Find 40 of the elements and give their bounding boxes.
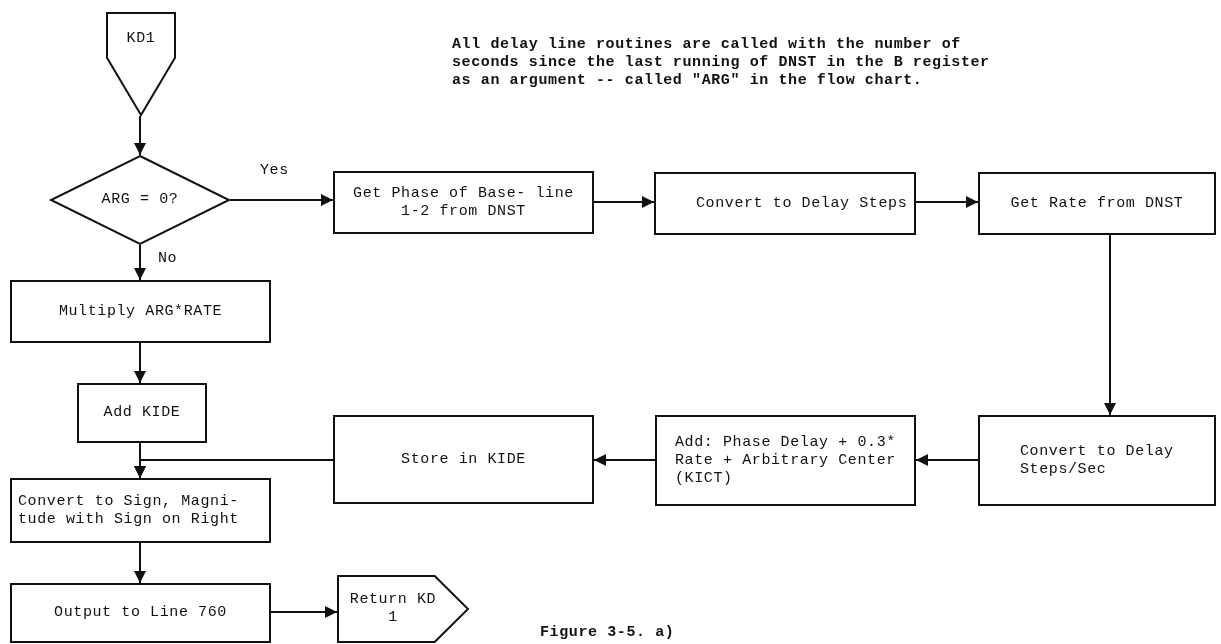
process-box (978, 415, 1216, 506)
arrow (134, 115, 146, 156)
node-text: KD1 (126, 30, 156, 48)
note-text: All delay line routines are called with the number of seconds since the last running of DNST in the B register as an argument -- called "ARG" in the flow chart. (452, 36, 991, 90)
node-text: Multiply ARG*RATE (58, 302, 223, 321)
off-page-connector (106, 12, 176, 116)
node-text: ARG = 0? (101, 191, 179, 209)
process-box (978, 172, 1216, 235)
arrow (134, 244, 146, 281)
arrow (915, 196, 979, 208)
off-page-connector (337, 575, 469, 643)
node-text: Add KIDE (103, 404, 181, 422)
process-box (655, 415, 916, 506)
node-text: Store in KIDE (401, 450, 526, 469)
arrow (593, 454, 656, 466)
node-text: Convert to Sign, Magni- tude with Sign on Right (18, 492, 240, 529)
arrow (270, 606, 338, 618)
arrow (134, 342, 146, 384)
figure-caption: Figure 3-5. a) (540, 624, 675, 641)
arrow (593, 196, 655, 208)
arrow (1104, 234, 1116, 416)
process-box (10, 583, 271, 643)
arrow (134, 442, 146, 479)
decision-diamond (50, 155, 230, 245)
process-box (10, 280, 271, 343)
node-text: Add: Phase Delay + 0.3* Rate + Arbitrary Center (KICT) (675, 433, 897, 488)
node-text: Get Phase of Base- line 1-2 from DNST (352, 184, 575, 221)
arrow (229, 194, 334, 206)
process-box (654, 172, 916, 235)
process-box (10, 478, 271, 543)
node-text: Convert to Delay Steps/Sec (1020, 442, 1175, 479)
node-text: Convert to Delay Steps (696, 194, 908, 213)
node-text: Output to Line 760 (54, 604, 227, 622)
process-box (333, 171, 594, 234)
process-box (333, 415, 594, 504)
process-box (77, 383, 207, 443)
arrow (915, 454, 979, 466)
arrow (134, 542, 146, 584)
node-text: Return KD 1 (348, 591, 438, 627)
node-text: Get Rate from DNST (1010, 194, 1184, 213)
